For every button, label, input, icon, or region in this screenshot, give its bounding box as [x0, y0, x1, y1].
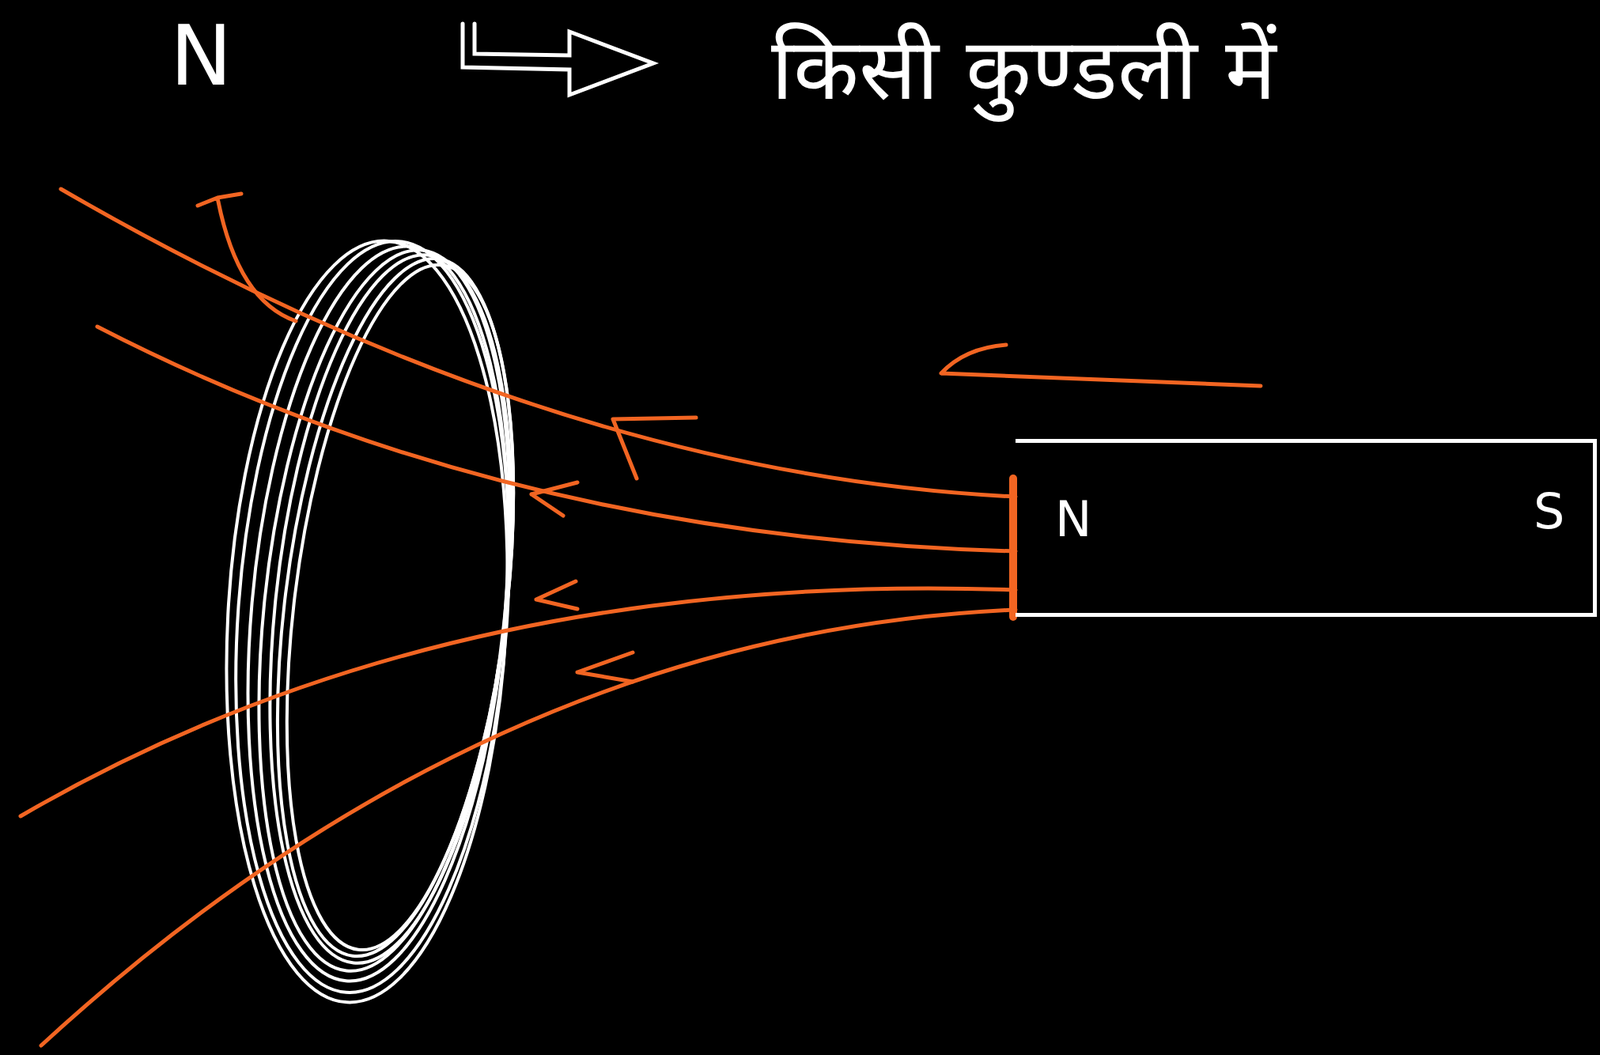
pole-label: S: [1533, 482, 1565, 541]
heading-text: किसी कुण्डली में: [771, 7, 1277, 125]
field-lines: [20, 189, 1261, 1046]
bar-magnet: NS: [1015, 438, 1597, 617]
arrow-symbol: [462, 23, 654, 95]
pole-label: N: [170, 7, 233, 105]
pole-label: N: [1055, 490, 1092, 549]
